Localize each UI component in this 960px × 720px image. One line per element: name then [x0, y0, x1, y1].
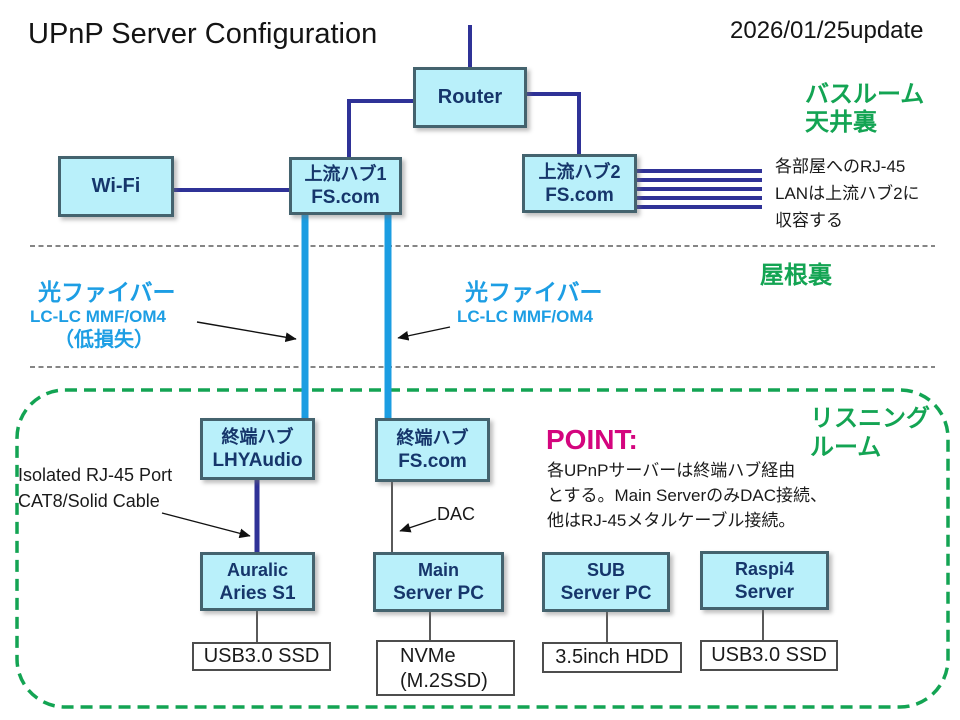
node-label: Main: [417, 560, 459, 580]
storage-auralic-usb-ssd: USB3.0 SSD: [192, 642, 331, 671]
node-label: 終端ハブ: [396, 428, 469, 448]
fiber-label-spec: LC-LC MMF/OM4: [457, 307, 593, 326]
zone-label-bathroom: バスルーム 天井裏: [805, 81, 924, 137]
dac-label: DAC: [437, 504, 476, 524]
node-terminal-hub-fscom: 終端ハブ FS.com: [375, 418, 490, 482]
node-sublabel: Server PC: [560, 583, 652, 604]
point-heading: POINT:: [546, 424, 638, 455]
zone-label-line: バスルーム: [805, 81, 925, 108]
zone-label-line: 天井裏: [805, 109, 877, 136]
point-body: 各UPnPサーバーは終端ハブ経由 とする。Main ServerのみDAC接続、…: [547, 458, 827, 533]
arrow-fiber-right: [397, 326, 451, 341]
node-sublabel: FS.com: [311, 187, 380, 208]
zone-label-line: リスニング: [810, 405, 930, 432]
node-label: Wi-Fi: [91, 175, 141, 197]
wire-hub2-room-lan-bundle: [630, 169, 762, 209]
note-line: 収容する: [775, 211, 843, 230]
fiber-label-title: 光ファイバー: [38, 279, 176, 305]
note-line: LANは上流ハブ2に: [775, 184, 920, 203]
node-label: 上流ハブ2: [538, 161, 621, 182]
node-sub-server-pc: SUB Server PC: [542, 552, 670, 612]
wire-router-to-hub1: [347, 99, 414, 157]
wire-router-to-hub2: [526, 92, 581, 155]
listening-room-boundary: [15, 388, 950, 709]
node-label: Raspi4: [734, 558, 795, 579]
fiber-label-spec: LC-LC MMF/OM4: [30, 307, 166, 326]
arrow-fiber-left: [196, 321, 297, 343]
node-sublabel: FS.com: [545, 184, 614, 206]
node-sublabel: FS.com: [398, 451, 467, 472]
storage-raspi-usb-ssd: USB3.0 SSD: [700, 640, 838, 671]
zone-label-listening-room: リスニング ルーム: [810, 404, 930, 462]
node-upstream-hub1: 上流ハブ1 FS.com: [289, 157, 402, 215]
node-sublabel: LHYAudio: [212, 450, 303, 471]
node-label: Auralic: [226, 559, 289, 580]
node-raspi4-server: Raspi4 Server: [700, 551, 829, 610]
storage-main-nvme: NVMe (M.2SSD): [376, 640, 515, 696]
rj45-routing-note: 各部屋へのRJ-45 LANは上流ハブ2に 収容する: [775, 153, 920, 234]
node-label: Router: [437, 86, 503, 108]
point-line: 他はRJ-45メタルケーブル接続。: [547, 511, 796, 530]
arrow-isolated-port: [161, 512, 251, 539]
isolated-port-note: Isolated RJ-45 Port CAT8/Solid Cable: [18, 462, 172, 514]
node-label: SUB: [586, 560, 625, 580]
node-sublabel: Server: [734, 581, 795, 603]
zone-label-attic: 屋根裏: [760, 262, 832, 289]
storage-line: NVMe: [400, 645, 456, 667]
node-wifi: Wi-Fi: [58, 156, 174, 217]
page-title: UPnP Server Configuration: [28, 18, 378, 50]
note-line: Isolated RJ-45 Port: [18, 465, 173, 485]
arrow-dac: [399, 518, 437, 533]
node-auralic-aries-s1: Auralic Aries S1: [200, 552, 315, 611]
node-sublabel: Server PC: [393, 583, 484, 604]
update-date: 2026/01/25update: [730, 17, 924, 44]
node-terminal-hub-lhyaudio: 終端ハブ LHYAudio: [200, 418, 315, 480]
fiber-label-lowloss: （低損失）: [54, 329, 154, 351]
fiber-label-left: 光ファイバー LC-LC MMF/OM4 （低損失）: [30, 278, 176, 353]
node-upstream-hub2: 上流ハブ2 FS.com: [522, 154, 637, 213]
storage-line: (M.2SSD): [400, 670, 488, 692]
storage-sub-hdd: 3.5inch HDD: [542, 642, 682, 673]
note-line: CAT8/Solid Cable: [18, 491, 160, 511]
node-sublabel: Aries S1: [219, 582, 296, 604]
node-router: Router: [413, 67, 527, 128]
point-line: 各UPnPサーバーは終端ハブ経由: [547, 461, 796, 480]
fiber-label-title: 光ファイバー: [465, 279, 603, 305]
node-label: 終端ハブ: [221, 427, 294, 447]
node-label: 上流ハブ1: [304, 164, 387, 184]
note-line: 各部屋へのRJ-45: [775, 157, 906, 176]
node-main-server-pc: Main Server PC: [373, 552, 504, 612]
zone-label-line: ルーム: [810, 434, 882, 461]
point-line: とする。Main ServerのみDAC接続、: [547, 486, 828, 505]
fiber-label-right: 光ファイバー LC-LC MMF/OM4: [457, 278, 603, 327]
